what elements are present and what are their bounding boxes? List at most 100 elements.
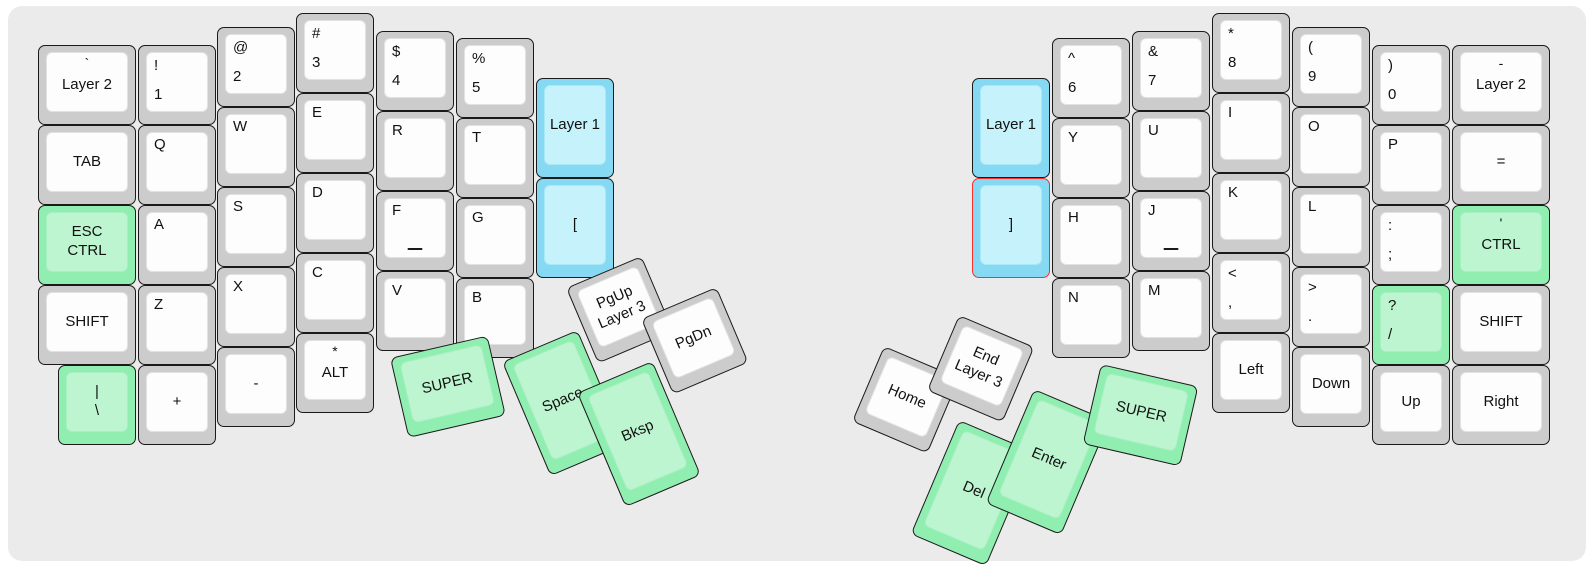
key-minus-layer2[interactable]: -Layer 2 [1452, 45, 1550, 125]
key-layer1-right[interactable]: Layer 1 [972, 78, 1050, 178]
key-t[interactable]: T [456, 118, 534, 198]
key-equals[interactable]: = [1452, 125, 1550, 205]
key-legend-main-esc-ctrl: CTRL [67, 242, 107, 259]
key-x[interactable]: X [217, 267, 295, 347]
keycap-b: B [464, 285, 526, 345]
key-paren-9[interactable]: (9 [1292, 27, 1370, 107]
keycap-right-arrow: Right [1460, 372, 1542, 432]
key-lt-comma[interactable]: <, [1212, 253, 1290, 333]
keycap-x: X [225, 274, 287, 334]
key-d[interactable]: D [296, 173, 374, 253]
key-colon-semicolon[interactable]: :; [1372, 205, 1450, 285]
key-r[interactable]: R [376, 111, 454, 191]
key-legend-main-d: D [312, 184, 323, 201]
key-bracket-right[interactable]: ] [972, 178, 1050, 278]
key-p[interactable]: P [1372, 125, 1450, 205]
key-amp-7[interactable]: &7 [1132, 31, 1210, 111]
key-super-right[interactable]: SUPER [1082, 364, 1199, 467]
key-v[interactable]: V [376, 271, 454, 351]
key-legend-main-caret-6: 6 [1068, 79, 1077, 97]
key-legend-top-hash-3: # [312, 25, 321, 42]
key-at-2[interactable]: @2 [217, 27, 295, 107]
key-legend-top-layer2-grave: ` [84, 55, 90, 71]
key-m[interactable]: M [1132, 271, 1210, 351]
keycap-amp-7: &7 [1140, 38, 1202, 98]
key-shift-right[interactable]: SHIFT [1452, 285, 1550, 365]
key-q[interactable]: Q [138, 125, 216, 205]
key-pipe-backslash[interactable]: |\ [58, 365, 136, 445]
key-k[interactable]: K [1212, 173, 1290, 253]
key-legend-main-b: B [472, 289, 483, 306]
key-caret-6[interactable]: ^6 [1052, 38, 1130, 118]
key-layer1-left[interactable]: Layer 1 [536, 78, 614, 178]
key-legend-main-bracket-right: ] [1008, 215, 1014, 233]
keycap-minus-layer2: -Layer 2 [1460, 52, 1542, 112]
key-legend-main-q: Q [154, 136, 166, 153]
keycap-o: O [1300, 114, 1362, 174]
key-legend-main-shift-right: SHIFT [1479, 312, 1523, 330]
key-question-slash[interactable]: ?/ [1372, 285, 1450, 365]
key-a[interactable]: A [138, 205, 216, 285]
key-minus[interactable]: - [217, 347, 295, 427]
key-f[interactable]: F [376, 191, 454, 271]
key-c[interactable]: C [296, 253, 374, 333]
key-dollar-4[interactable]: $4 [376, 31, 454, 111]
key-j[interactable]: J [1132, 191, 1210, 271]
key-legend-main-plus: + [172, 392, 182, 410]
key-plus[interactable]: + [138, 365, 216, 445]
key-legend-main-colon-semicolon: ; [1388, 246, 1393, 264]
key-tab[interactable]: TAB [38, 125, 136, 205]
keycap-minus: - [225, 354, 287, 414]
keycap-k: K [1220, 180, 1282, 240]
key-o[interactable]: O [1292, 107, 1370, 187]
key-i[interactable]: I [1212, 93, 1290, 173]
key-percent-5[interactable]: %5 [456, 38, 534, 118]
keycap-p: P [1380, 132, 1442, 192]
keycap-quote-ctrl: 'CTRL [1460, 212, 1542, 272]
key-s[interactable]: S [217, 187, 295, 267]
key-g[interactable]: G [456, 198, 534, 278]
key-legend-top-percent-5: % [472, 50, 486, 67]
key-legend-main-c: C [312, 264, 323, 281]
key-down-arrow[interactable]: Down [1292, 347, 1370, 427]
key-paren-0[interactable]: )0 [1372, 45, 1450, 125]
key-z[interactable]: Z [138, 285, 216, 365]
key-legend-main-percent-5: 5 [472, 79, 481, 97]
key-b[interactable]: B [456, 278, 534, 358]
key-legend-main-layer1-right: Layer 1 [985, 115, 1037, 133]
key-legend-main-j: J [1148, 202, 1156, 219]
keycap-colon-semicolon: :; [1380, 212, 1442, 272]
key-legend-main-del: Del [960, 477, 988, 502]
keycap-y: Y [1060, 125, 1122, 185]
keycap-left-arrow: Left [1220, 340, 1282, 400]
key-legend-main-paren-0: 0 [1388, 86, 1397, 104]
key-u[interactable]: U [1132, 111, 1210, 191]
key-bracket-left[interactable]: [ [536, 178, 614, 278]
key-legend-main-t: T [472, 129, 482, 146]
key-legend-main-gt-period: . [1308, 308, 1313, 326]
key-y[interactable]: Y [1052, 118, 1130, 198]
key-l[interactable]: L [1292, 187, 1370, 267]
key-layer2-grave[interactable]: `Layer 2 [38, 45, 136, 125]
key-shift-left[interactable]: SHIFT [38, 285, 136, 365]
key-w[interactable]: W [217, 107, 295, 187]
key-h[interactable]: H [1052, 198, 1130, 278]
key-left-arrow[interactable]: Left [1212, 333, 1290, 413]
key-gt-period[interactable]: >. [1292, 267, 1370, 347]
keycap-bracket-right: ] [980, 185, 1042, 265]
keycap-h: H [1060, 205, 1122, 265]
key-up-arrow[interactable]: Up [1372, 365, 1450, 445]
key-n[interactable]: N [1052, 278, 1130, 358]
keycap-percent-5: %5 [464, 45, 526, 105]
key-star-8[interactable]: *8 [1212, 13, 1290, 93]
key-legend-main-s: S [233, 198, 244, 215]
key-right-arrow[interactable]: Right [1452, 365, 1550, 445]
key-legend-top-quote-ctrl: ' [1499, 215, 1503, 231]
key-asterisk-alt[interactable]: *ALT [296, 333, 374, 413]
key-e[interactable]: E [296, 93, 374, 173]
key-hash-3[interactable]: #3 [296, 13, 374, 93]
key-quote-ctrl[interactable]: 'CTRL [1452, 205, 1550, 285]
keycap-z: Z [146, 292, 208, 352]
key-exclam-1[interactable]: !1 [138, 45, 216, 125]
